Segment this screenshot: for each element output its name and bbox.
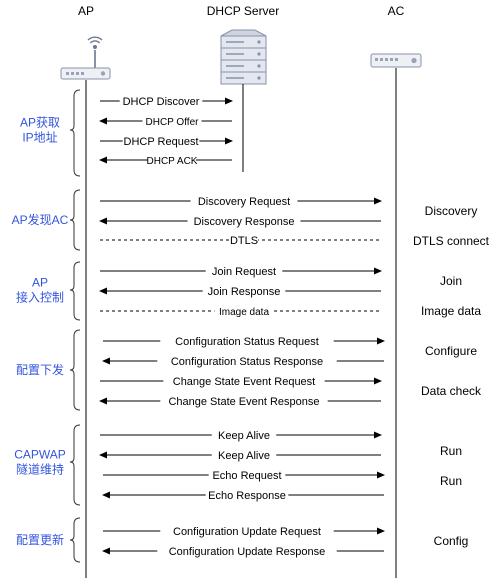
message-9: Join Response [99, 284, 381, 298]
message-label: DTLS [230, 235, 258, 247]
ac-state-label: Discovery [425, 204, 478, 218]
phase-brace-5 [69, 424, 81, 506]
message-label-background [148, 153, 196, 167]
phase-label-4-line-1: 配置下发 [16, 362, 64, 377]
message-label-background [211, 448, 277, 462]
message-label-background [160, 394, 328, 408]
message-label: DHCP Request [124, 136, 199, 148]
message-label-background [160, 334, 334, 348]
message-label: Configuration Status Response [171, 356, 323, 368]
message-6: Discovery Response [99, 214, 381, 228]
message-10: Image data [100, 304, 381, 318]
phase-label-6-line-1: 配置更新 [16, 532, 64, 547]
message-label: Keep Alive [218, 450, 270, 462]
message-label: Join Response [208, 286, 281, 298]
ac-state-label: Run [440, 444, 462, 458]
server-rack-icon [220, 29, 267, 85]
message-13: Change State Event Request [100, 374, 382, 388]
phase-label-5-line-1: CAPWAP [14, 448, 66, 462]
message-label: Join Request [212, 266, 276, 278]
message-8: Join Request [100, 264, 382, 278]
ac-state-label: Data check [421, 384, 482, 398]
message-label: Configuration Update Response [169, 546, 326, 558]
message-label-background [208, 468, 286, 482]
phase-label-2-line-1: AP发现AC [12, 212, 69, 227]
message-label: DHCP ACK [147, 156, 198, 167]
message-20: Configuration Update Response [102, 544, 384, 558]
message-17: Echo Request [103, 468, 385, 482]
message-label-background [205, 264, 283, 278]
message-label: Discovery Request [198, 196, 290, 208]
ac-state-label: DTLS connect [413, 234, 490, 248]
message-label-background [214, 304, 274, 318]
message-5: Discovery Request [100, 194, 382, 208]
message-label-background [160, 524, 334, 538]
message-label-background [163, 374, 325, 388]
message-19: Configuration Update Request [103, 524, 385, 538]
message-label-background [157, 544, 337, 558]
message-label-background [122, 134, 200, 148]
message-label: Change State Event Request [173, 376, 315, 388]
message-label: DHCP Discover [123, 96, 200, 108]
participant-dhcp-server-label: DHCP Server [207, 4, 279, 18]
participant-ac-label: AC [388, 4, 405, 18]
phase-brace-3 [69, 261, 81, 321]
phase-brace-1 [69, 89, 81, 177]
message-label: DHCP Offer [146, 117, 200, 128]
message-label-background [211, 428, 277, 442]
message-label: Discovery Response [194, 216, 295, 228]
message-11: Configuration Status Request [103, 334, 385, 348]
ac-state-label: Image data [421, 304, 481, 318]
phase-label-3-line-1: AP [32, 276, 48, 290]
message-label-background [142, 114, 202, 128]
ac-state-label: Config [434, 534, 469, 548]
message-label-background [205, 488, 289, 502]
message-label-background [190, 194, 298, 208]
message-4: DHCP ACK [99, 153, 232, 167]
message-label: Keep Alive [218, 430, 270, 442]
phase-brace-2 [69, 189, 81, 251]
phase-label-5-line-2: 隧道维持 [16, 462, 64, 477]
message-18: Echo Response [102, 488, 384, 502]
message-7: DTLS [100, 233, 381, 247]
phase-brace-6 [69, 517, 81, 563]
message-label: Image data [219, 307, 269, 318]
message-label: Echo Response [208, 490, 286, 502]
phase-label-1-line-2: IP地址 [22, 131, 57, 145]
message-15: Keep Alive [100, 428, 382, 442]
message-16: Keep Alive [99, 448, 381, 462]
phase-braces [69, 89, 81, 563]
message-1: DHCP Discover [100, 94, 233, 108]
message-label: Configuration Status Request [175, 336, 319, 348]
phase-label-3-line-2: 接入控制 [16, 290, 64, 305]
participant-ap-label: AP [78, 4, 94, 18]
message-label-background [187, 214, 301, 228]
message-label-background [202, 284, 286, 298]
message-12: Configuration Status Response [102, 354, 384, 368]
message-3: DHCP Request [100, 134, 233, 148]
message-label-background [229, 233, 259, 247]
message-label-background [157, 354, 337, 368]
phase-brace-4 [69, 329, 81, 411]
message-label: Configuration Update Request [173, 526, 321, 538]
phase-label-1-line-1: AP获取 [20, 116, 60, 130]
ac-state-label: Join [440, 274, 462, 288]
ac-state-label: Run [440, 474, 462, 488]
message-14: Change State Event Response [99, 394, 381, 408]
access-controller-icon [370, 53, 422, 68]
ac-state-label: Configure [425, 344, 477, 358]
wireless-router-icon [60, 36, 111, 80]
message-label: Change State Event Response [168, 396, 319, 408]
message-label-background [119, 94, 203, 108]
message-2: DHCP Offer [99, 114, 232, 128]
message-label: Echo Request [212, 470, 281, 482]
